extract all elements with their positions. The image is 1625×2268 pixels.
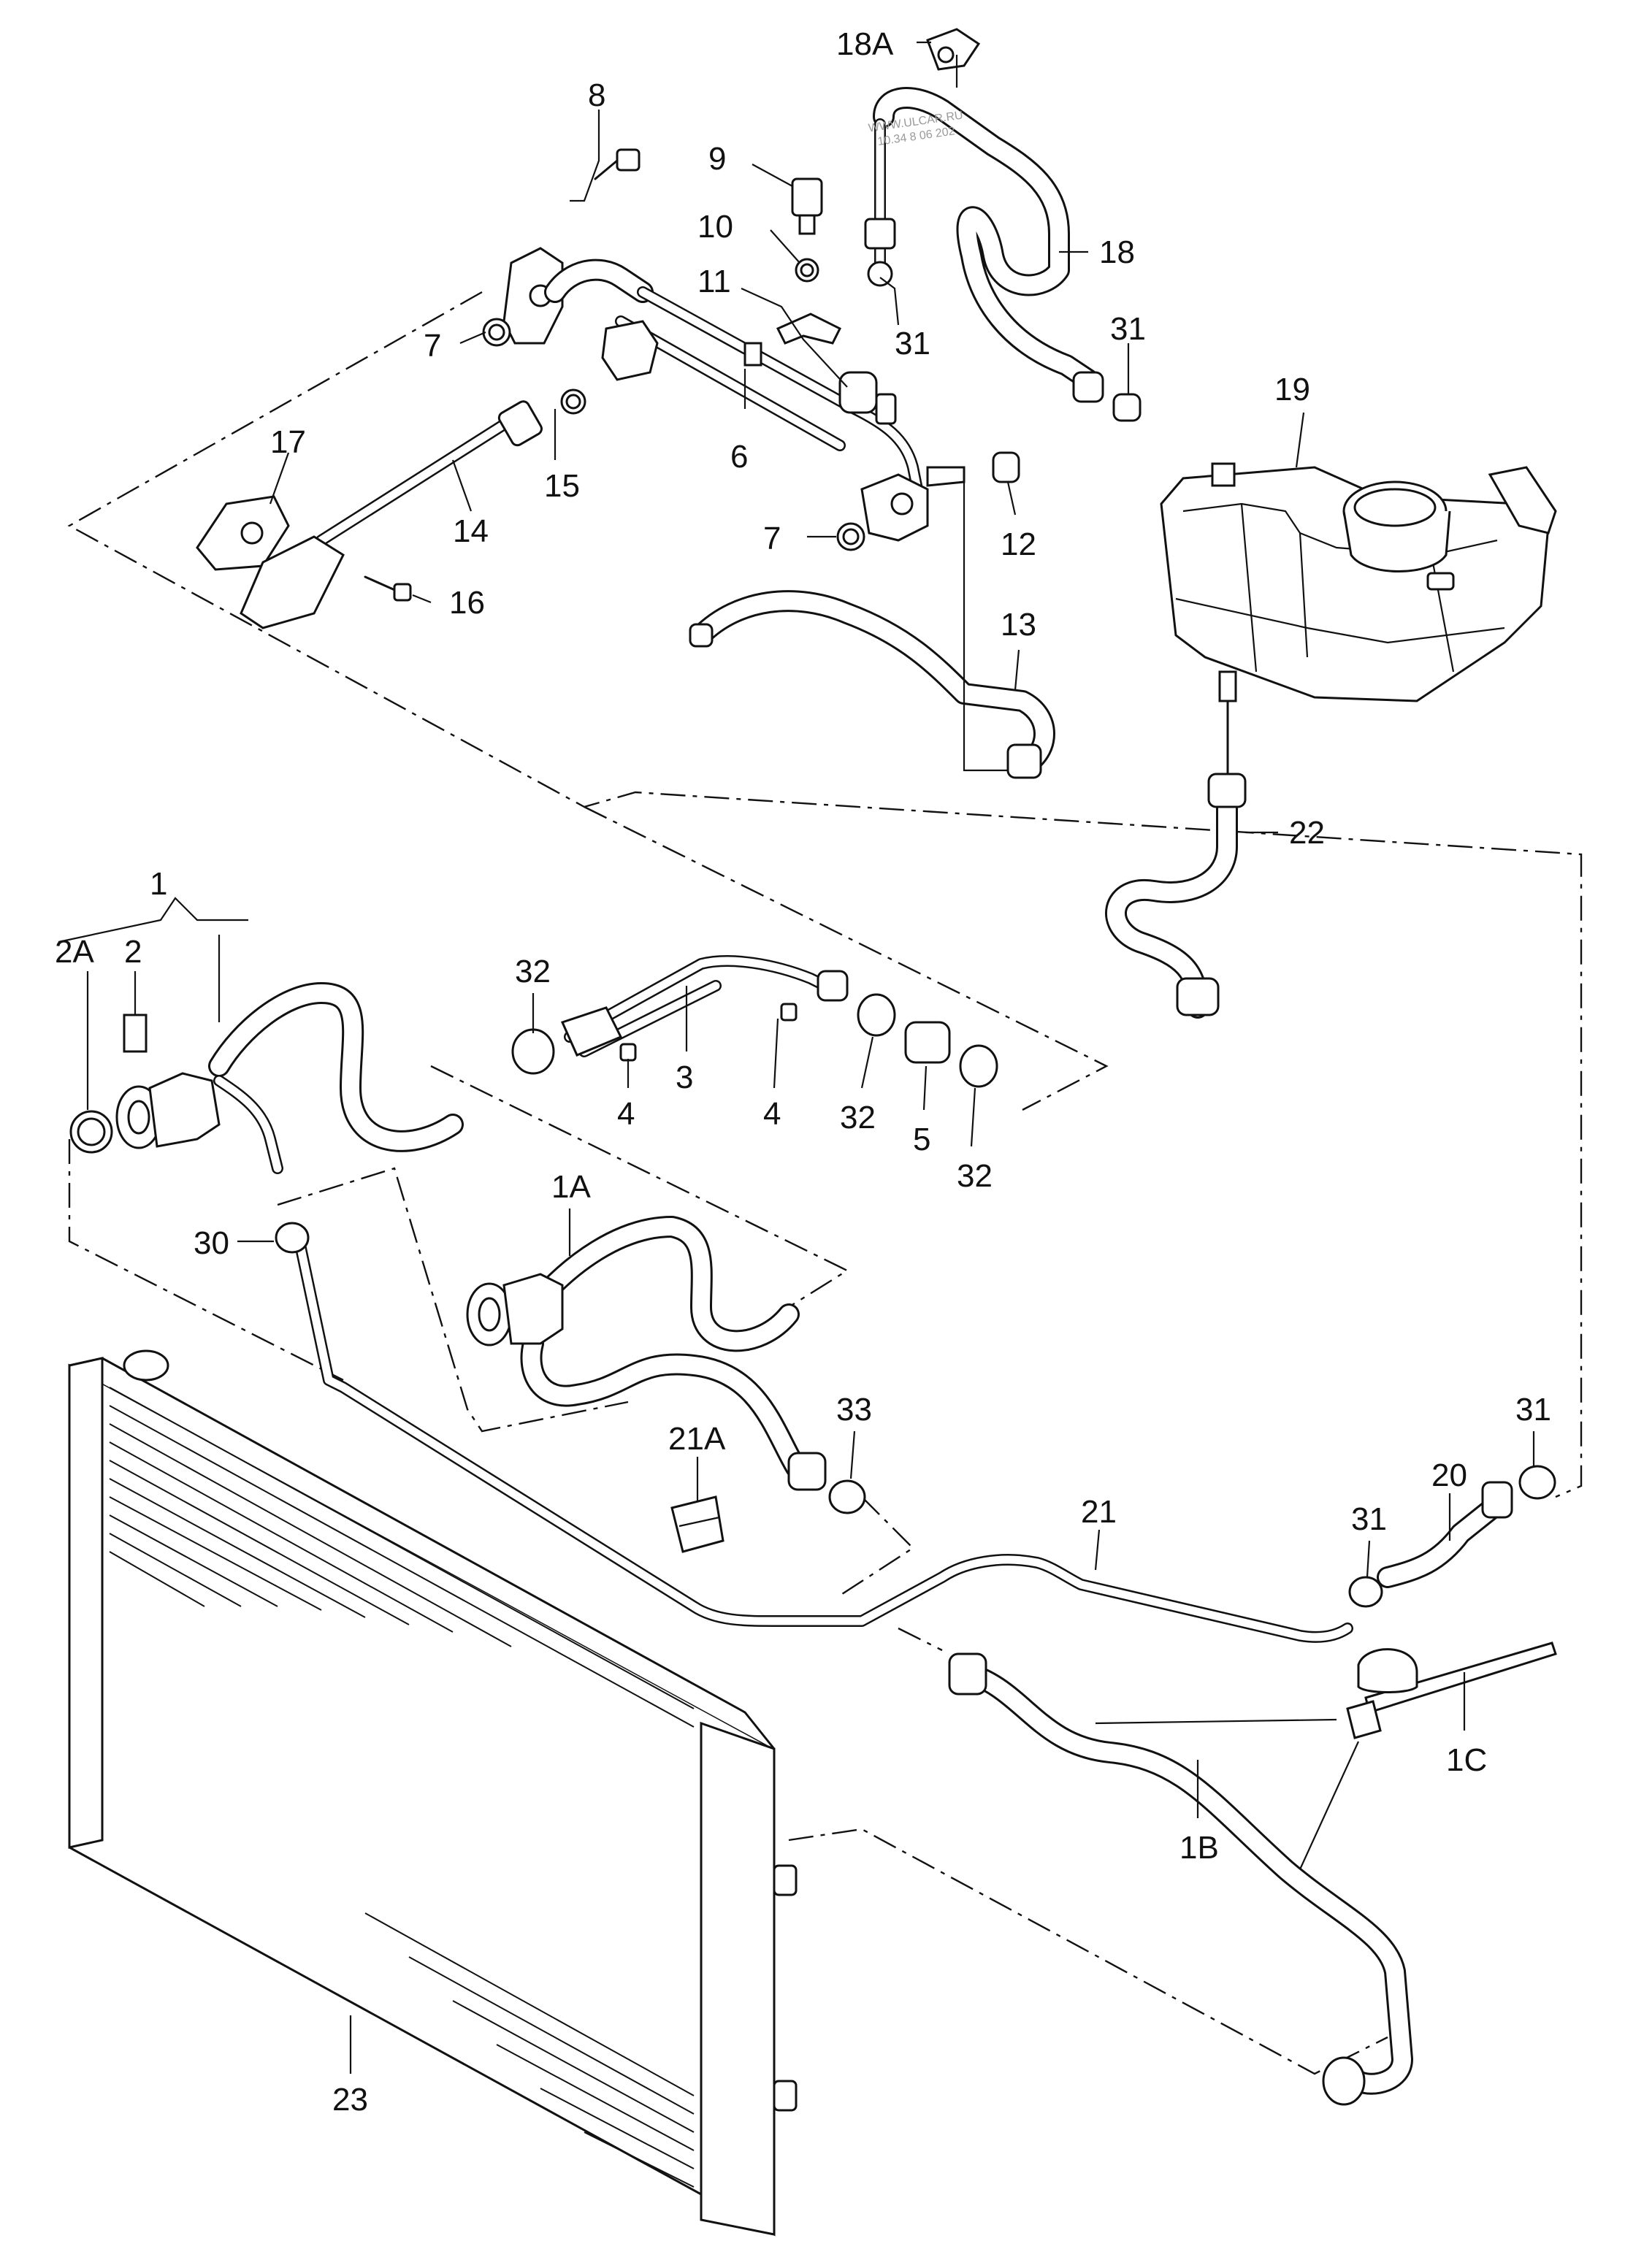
callout-1: 1 [150,866,167,902]
callout-3: 3 [676,1060,693,1095]
callout-18A: 18A [836,26,894,62]
callout-7-b: 7 [763,521,781,556]
callout-13: 13 [1001,607,1036,643]
callout-20: 20 [1431,1457,1467,1493]
hose-20 [1348,1465,1556,1608]
callout-4-a: 4 [617,1096,635,1132]
callout-2: 2 [124,934,142,970]
coolant-pipe-assembly [196,148,966,629]
callout-33: 33 [836,1392,872,1428]
callout-2A: 2A [55,934,94,970]
callout-17: 17 [270,424,306,460]
callout-11: 11 [697,264,731,299]
callout-30: 30 [194,1225,229,1261]
hose-1A [466,1216,866,1514]
clip-21A [670,1495,724,1553]
callout-32-a: 32 [515,954,551,989]
callout-14: 14 [453,513,489,549]
callout-31-b: 31 [1110,311,1146,347]
callout-4-b: 4 [763,1096,781,1132]
callout-31-d: 31 [1515,1392,1551,1428]
hose-18 [864,87,1104,403]
callout-9: 9 [708,141,726,177]
dashed-frames [67,291,1583,2075]
callout-19: 19 [1274,372,1310,407]
leader-lines [58,41,1535,2074]
callout-32-b: 32 [840,1100,876,1135]
callout-18: 18 [1099,234,1135,270]
radiator-fins [109,1387,695,2188]
callout-21: 21 [1081,1494,1117,1530]
callout-1A: 1A [551,1169,591,1205]
callout-5: 5 [913,1122,930,1157]
callout-10: 10 [697,209,733,245]
callout-labels: 18A 8 9 10 11 31 18 31 19 7 15 6 17 14 1… [55,26,1551,2118]
clamps-top [867,28,1142,483]
callout-12: 12 [1001,526,1036,562]
callout-1B: 1B [1179,1830,1219,1866]
callout-16: 16 [449,585,485,621]
callout-15: 15 [544,468,580,504]
temperature-sensor [776,177,897,425]
callout-6: 6 [730,439,748,475]
callout-22: 22 [1289,815,1325,851]
callout-21A: 21A [668,1421,726,1457]
pipe-30 [275,1222,1353,1643]
hose-1-assembly [69,955,998,1174]
radiator [68,1349,798,2237]
callout-1C: 1C [1446,1742,1487,1778]
callout-32-c: 32 [957,1158,993,1194]
callout-8: 8 [588,77,605,113]
hose-13 [689,590,1055,779]
expansion-tank [1160,462,1557,702]
callout-23: 23 [332,2082,368,2118]
callout-31-a: 31 [895,326,930,361]
cable-tie-1C [1346,1641,1557,1739]
hose-22 [1105,700,1247,1019]
callout-31-c: 31 [1351,1501,1387,1537]
callout-7-a: 7 [424,328,441,364]
hose-1B [948,1652,1413,2106]
